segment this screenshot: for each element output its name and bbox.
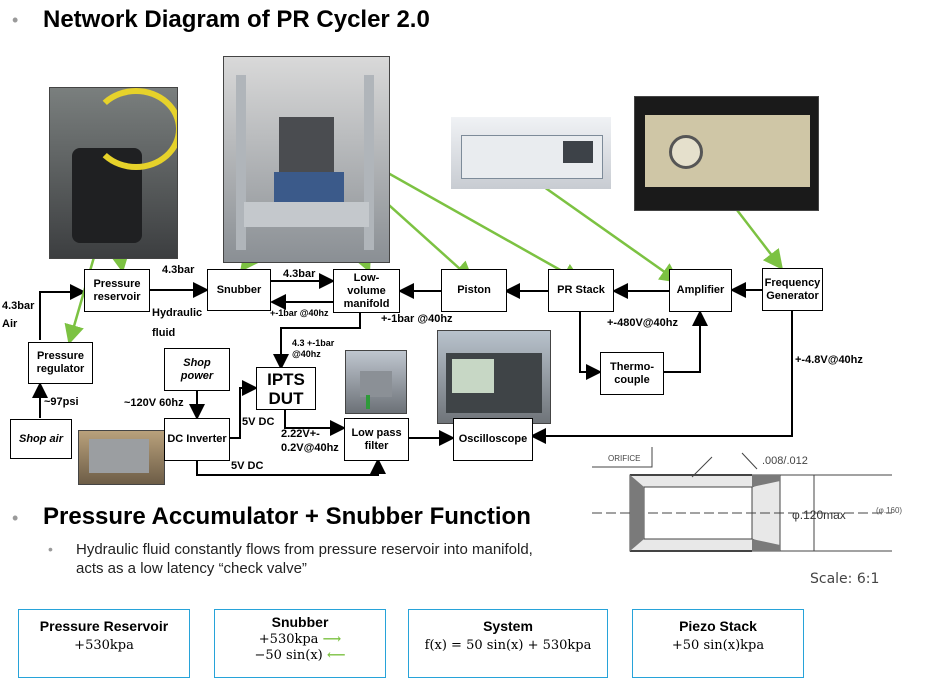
system-card: System f(x) = 50 sin(x) + 530kpa — [408, 609, 608, 678]
pr-stack-photo — [451, 117, 611, 189]
ipts-5v-label: 5V DC — [242, 416, 275, 428]
pressure-reservoir-box: Pressure reservoir — [84, 269, 150, 312]
dc-inverter-box: DC Inverter — [164, 418, 230, 461]
psi-label: ~97psi — [44, 396, 79, 408]
ipts-dut-box: IPTS DUT — [256, 367, 316, 410]
card-title: Snubber — [271, 614, 329, 630]
shop-power-box: Shop power — [164, 348, 230, 391]
snubber-photo — [223, 56, 390, 263]
ipts-photo — [345, 350, 407, 414]
snubber-manifold-label: 4.3bar — [283, 268, 316, 280]
diameter-dimension: φ.120max — [792, 508, 846, 522]
low-pass-filter-box: Low pass filter — [344, 418, 409, 461]
snubber-return-label: +-1bar @40hz — [270, 308, 329, 318]
dc-inverter-photo — [78, 430, 165, 485]
reservoir-pressure-label: 4.3bar — [162, 264, 195, 276]
ac-voltage-label: ~120V 60hz — [124, 397, 184, 409]
card-title: Piezo Stack — [679, 618, 757, 634]
thermocouple-box: Thermo- couple — [600, 352, 664, 395]
orifice-label: ORIFICE — [608, 454, 641, 463]
bullet-dot: • — [12, 508, 19, 528]
snubber-card: Snubber +530kpa ⟶ −50 sin(x) ⟵ — [214, 609, 386, 678]
oscilloscope-box: Oscilloscope — [453, 418, 533, 461]
piezo-stack-card: Piezo Stack +50 sin(x)kpa — [632, 609, 804, 678]
bullet-dot: • — [12, 10, 19, 30]
filter-5v-label: 5V DC — [231, 460, 264, 472]
pr-stack-box: PR Stack — [548, 269, 614, 312]
sub-bullet-dot: • — [48, 541, 53, 557]
manifold-piston-label: +-1bar @40hz — [381, 313, 453, 325]
air-label: 4.3bar Air — [2, 300, 35, 330]
oscilloscope-photo — [437, 330, 551, 424]
amplifier-box: Amplifier — [669, 269, 732, 312]
reservoir-photo — [49, 87, 178, 259]
shop-air-box: Shop air — [10, 419, 72, 459]
low-volume-manifold-box: Low- volume manifold — [333, 269, 400, 313]
snubber-box: Snubber — [207, 269, 271, 311]
ipts-output-label: 2.22V+- 0.2V@40hz — [281, 428, 339, 454]
card-formula-secondary: −50 sin(x) — [254, 648, 323, 663]
freq-output-label: +-4.8V@40hz — [795, 354, 863, 366]
ipts-pressure-label: 4.3 +-1bar @40hz — [292, 338, 335, 359]
card-title: System — [483, 618, 533, 634]
tolerance-dimension: .008/.012 — [762, 455, 808, 467]
drawing-scale: Scale: 6:1 — [810, 571, 880, 587]
card-formula: f(x) = 50 sin(x) + 530kpa — [424, 638, 592, 653]
hydraulic-fluid-label: Hydraulic fluid — [152, 307, 203, 339]
right-arrow-icon: ⟶ — [322, 632, 342, 647]
frequency-generator-box: Frequency Generator — [762, 268, 823, 311]
card-title: Pressure Reservoir — [39, 618, 169, 634]
orifice-drawing — [592, 447, 892, 552]
left-arrow-icon: ⟵ — [326, 648, 346, 663]
card-formula: +530kpa — [258, 632, 319, 647]
section-heading: Pressure Accumulator + Snubber Function — [43, 503, 531, 530]
piston-box: Piston — [441, 269, 507, 312]
page-title: Network Diagram of PR Cycler 2.0 — [43, 6, 430, 33]
amp-output-label: +-480V@40hz — [607, 317, 678, 329]
frequency-generator-photo — [634, 96, 819, 211]
section-description: Hydraulic fluid constantly flows from pr… — [76, 541, 533, 577]
reference-diameter: (φ.160) — [876, 506, 903, 515]
pressure-reservoir-card: Pressure Reservoir +530kpa — [18, 609, 190, 678]
pressure-regulator-box: Pressure regulator — [28, 342, 93, 384]
card-formula: +530kpa — [74, 638, 134, 653]
card-formula: +50 sin(x)kpa — [671, 638, 765, 653]
